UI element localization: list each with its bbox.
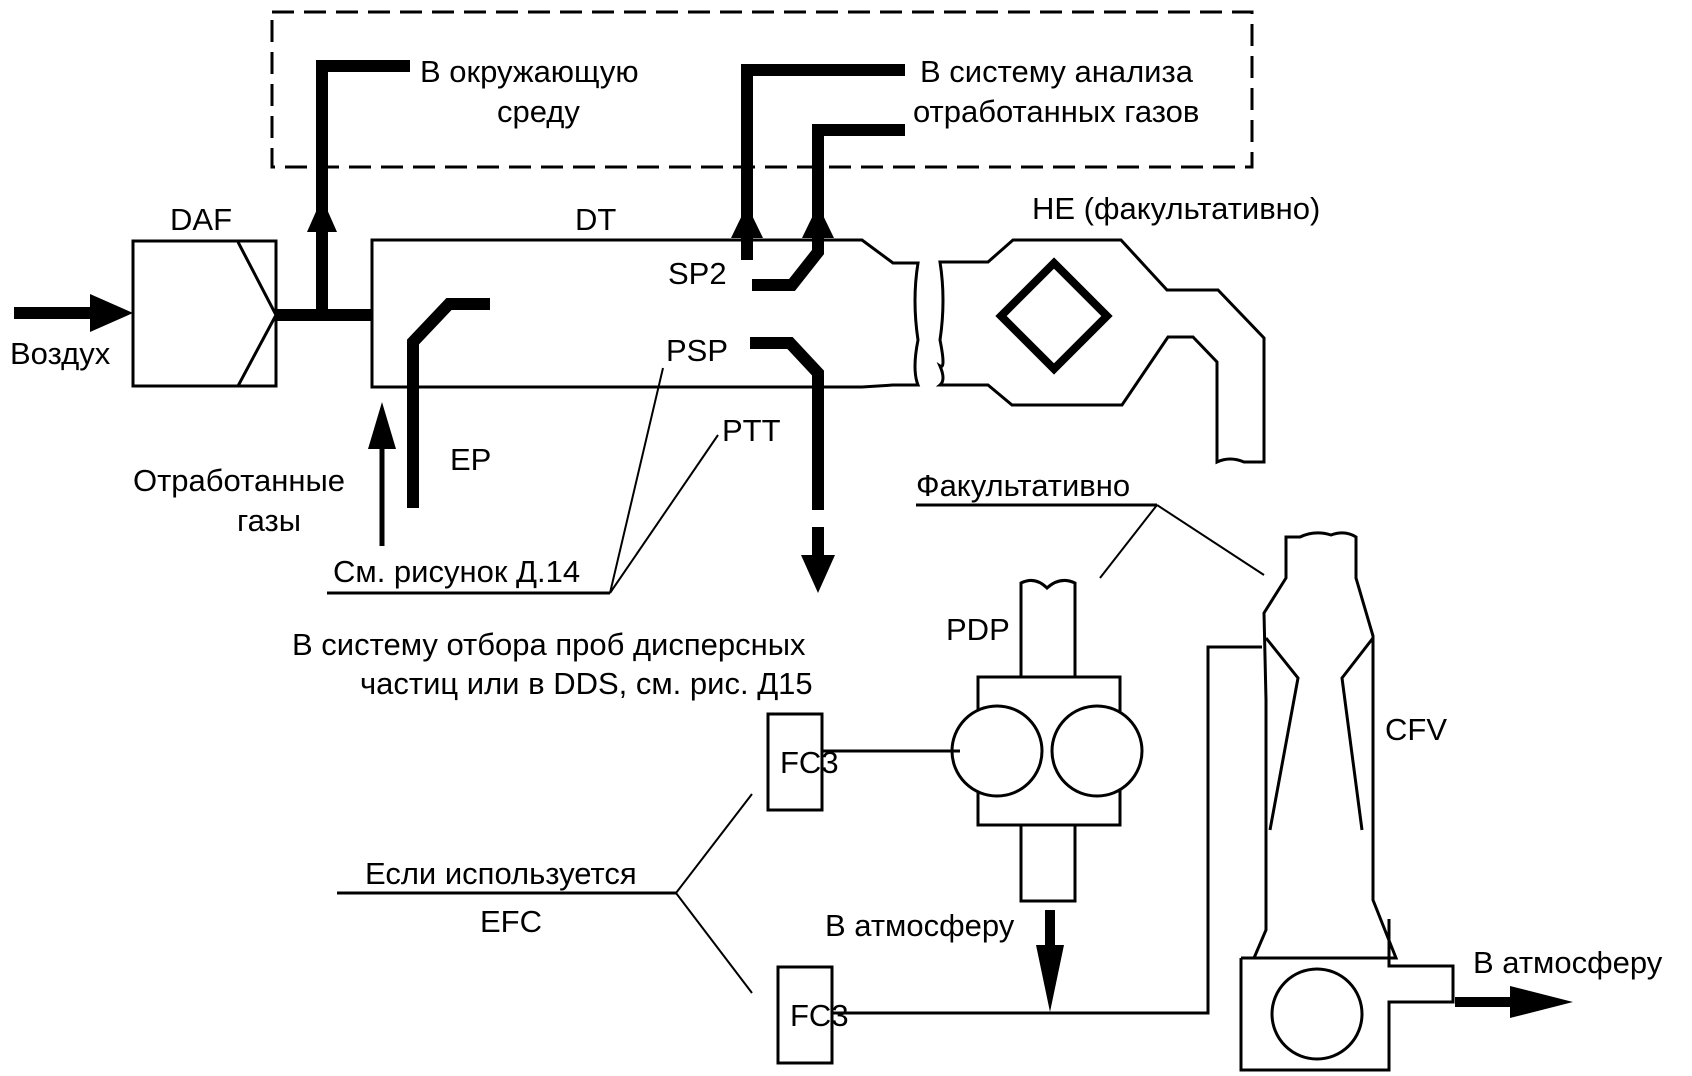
fc3-bottom-box (776, 965, 834, 1065)
to-particulate-label-2: частиц или в DDS, см. рис. Д15 (360, 666, 813, 701)
daf-label: DAF (170, 202, 232, 237)
dt-label: DT (575, 202, 616, 237)
psp-probe (750, 337, 835, 593)
pdp-atmosphere-arrow (1036, 910, 1064, 1012)
outlet-zone-dashed-frame (270, 10, 1254, 169)
dilution-tunnel (370, 238, 921, 389)
if-efc-label-1: Если используется (365, 856, 637, 891)
ep-label: EP (450, 442, 491, 477)
cfv-atmosphere-arrow (1455, 986, 1573, 1018)
to-analysis-label-2: отработанных газов (913, 94, 1199, 129)
exhaust-gases-arrow (368, 402, 396, 546)
pdp-label: PDP (946, 612, 1010, 647)
ep-pipe (407, 298, 490, 508)
cfv-blower (1239, 919, 1455, 1072)
fc3-bottom-label: FC3 (790, 998, 849, 1033)
efc-leader (337, 793, 753, 994)
ptt-label: PTT (722, 413, 781, 448)
optional-leader (916, 503, 1265, 579)
fc3-top-box (766, 712, 824, 812)
cfv-label: CFV (1385, 712, 1447, 747)
he-optional-label: HE (факультативно) (1032, 191, 1320, 226)
psp-label: PSP (666, 333, 728, 368)
to-particulate-label-1: В систему отбора проб дисперсных (292, 627, 806, 662)
sp2-label: SP2 (668, 256, 727, 291)
see-figure-d14-label: См. рисунок Д.14 (333, 554, 580, 589)
sp2-probe (752, 124, 905, 291)
to-analysis-label-1: В систему анализа (920, 54, 1194, 89)
see-d14-leader (327, 367, 719, 595)
if-efc-label-2: EFC (480, 904, 542, 939)
daf-outlet-pipe (276, 60, 410, 321)
analysis-line (731, 64, 905, 260)
fc3-bottom-connector (832, 645, 1262, 1015)
exhaust-gases-label-2: газы (237, 503, 301, 538)
optional-label: Факультативно (916, 468, 1130, 503)
air-inlet-label: Воздух (10, 336, 111, 371)
heat-exchanger (935, 238, 1266, 465)
cfv-venturi (1251, 531, 1399, 960)
air-inlet-arrow (14, 294, 133, 332)
pdp-pump (950, 578, 1144, 903)
to-environment-label-1: В окружающую (420, 54, 639, 89)
daf-filter (131, 239, 278, 388)
exhaust-gases-label-1: Отработанные (133, 463, 345, 498)
pdp-to-atmosphere-label: В атмосферу (825, 908, 1015, 943)
cfv-to-atmosphere-label: В атмосферу (1473, 945, 1663, 980)
to-environment-label-2: среду (497, 94, 580, 129)
